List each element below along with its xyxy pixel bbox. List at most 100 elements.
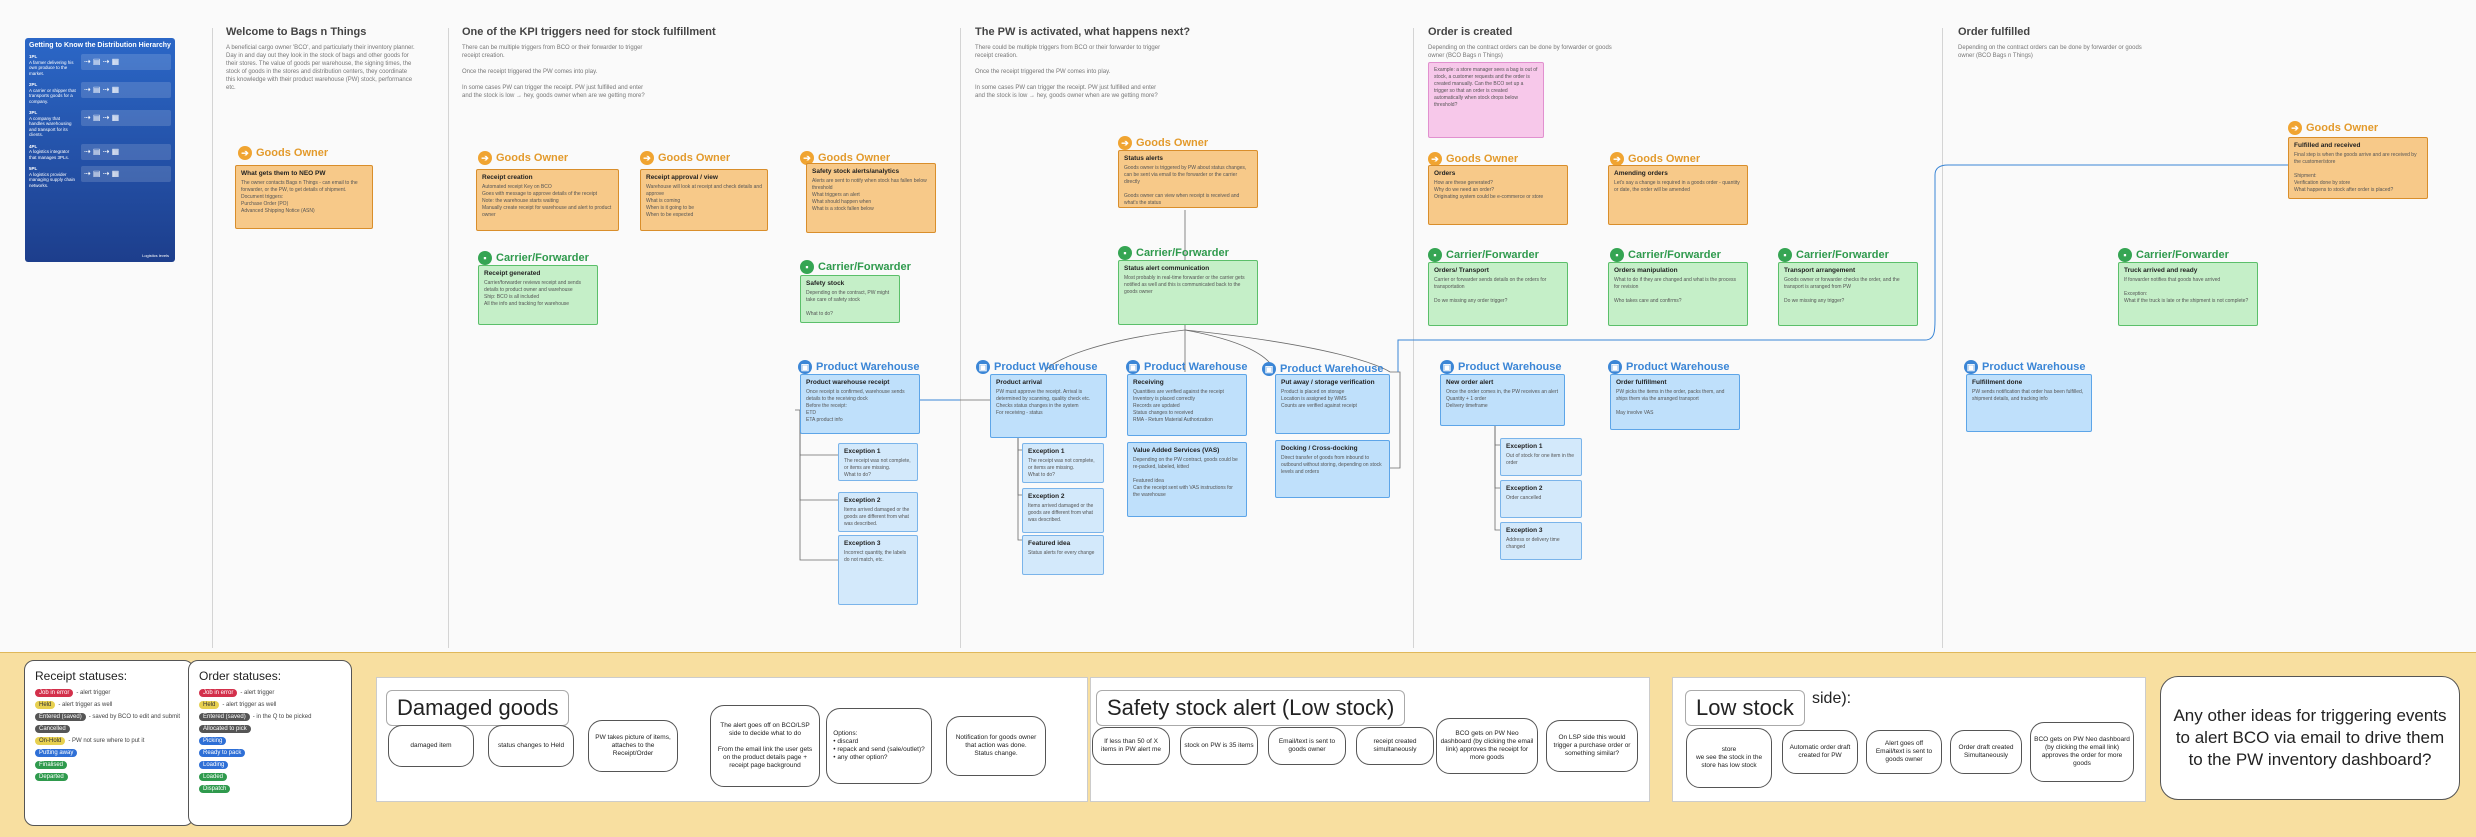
scenario-step: status changes to Held (488, 725, 574, 767)
scenario-step: store we see the stock in the store has … (1686, 728, 1772, 788)
status-note: - in the Q to be picked (253, 714, 312, 720)
scenario-title: Damaged goods (386, 690, 569, 726)
status-row: On-Hold- PW not sure where to put it (25, 737, 193, 749)
owner-icon: ➔ (238, 146, 252, 160)
card-vas[interactable]: Value Added Services (VAS)Depending on t… (1127, 442, 1247, 517)
scenario-step: stock on PW is 35 items (1180, 727, 1258, 765)
scenario-step: damaged item (388, 725, 474, 767)
status-row: Allocated to pick (189, 725, 351, 737)
lane-warehouse: ▣Product Warehouse (798, 360, 920, 374)
scenario-step: Automatic order draft created for PW (1782, 730, 1858, 774)
order-statuses-panel: Order statuses: Job in error- alert trig… (188, 660, 352, 826)
warehouse-icon: ▣ (1262, 362, 1276, 376)
scenario-step: BCO gets on PW Neo dashboard (by clickin… (1436, 718, 1538, 774)
truck-icon: ▪ (1778, 248, 1792, 262)
status-pill: Held (35, 701, 55, 709)
status-pill: Cancelled (35, 725, 70, 733)
truck-icon: ▪ (1610, 248, 1624, 262)
warehouse-icon: ▣ (1608, 360, 1622, 374)
lane-carrier: ▪Carrier/Forwarder (1428, 248, 1539, 262)
lane-goods-owner: ➔Goods Owner (2288, 121, 2378, 135)
status-pill: Departed (35, 773, 68, 781)
scenario-step: Order draft created Simultaneously (1950, 730, 2022, 774)
status-row: Ready to pack (189, 749, 351, 761)
receipt-statuses-panel: Receipt statuses: Job in error- alert tr… (24, 660, 194, 826)
status-note: - alert trigger as well (58, 702, 112, 708)
truck-icon: ▪ (2118, 248, 2132, 262)
status-pill: Loading (199, 761, 228, 769)
lane-carrier: ▪Carrier/Forwarder (1610, 248, 1721, 262)
scenario-step: receipt created simultaneously (1356, 727, 1434, 765)
owner-icon: ➔ (1610, 152, 1624, 166)
lane-warehouse: ▣Product Warehouse (1126, 360, 1248, 374)
order-statuses-title: Order statuses: (199, 669, 351, 683)
scenario-step: BCO gets on PW Neo dashboard (by clickin… (2030, 722, 2134, 782)
status-pill: Finalised (35, 761, 67, 769)
status-pill: Picking (199, 737, 226, 745)
status-pill: Entered (saved) (35, 713, 86, 721)
warehouse-icon: ▣ (798, 360, 812, 374)
status-pill: Loaded (199, 773, 227, 781)
status-row: Loaded (189, 773, 351, 785)
owner-icon: ➔ (1428, 152, 1442, 166)
lane-warehouse: ▣Product Warehouse (1608, 360, 1730, 374)
status-row: Entered (saved)- saved by BCO to edit an… (25, 713, 193, 725)
status-row: Dispatch (189, 785, 351, 797)
lane-goods-owner: ➔Goods Owner (1118, 136, 1208, 150)
scenario-title: Safety stock alert (Low stock) (1096, 690, 1405, 726)
connector-lines (0, 0, 2476, 652)
ideas-prompt[interactable]: Any other ideas for triggering events to… (2160, 676, 2460, 800)
truck-icon: ▪ (478, 251, 492, 265)
lane-goods-owner: ➔Goods Owner (640, 151, 730, 165)
receipt-statuses-title: Receipt statuses: (35, 669, 193, 683)
status-row: Putting away (25, 749, 193, 761)
status-row: Held- alert trigger as well (189, 701, 351, 713)
scenario-step: Notification for goods owner that action… (946, 716, 1046, 776)
status-note: - PW not sure where to put it (68, 738, 144, 744)
lane-goods-owner: ➔Goods Owner (478, 151, 568, 165)
status-row: Loading (189, 761, 351, 773)
owner-icon: ➔ (478, 151, 492, 165)
truck-icon: ▪ (800, 260, 814, 274)
warehouse-icon: ▣ (976, 360, 990, 374)
status-pill: Entered (saved) (199, 713, 250, 721)
warehouse-icon: ▣ (1440, 360, 1454, 374)
warehouse-icon: ▣ (1126, 360, 1140, 374)
lane-goods-owner: ➔Goods Owner (238, 146, 328, 160)
owner-icon: ➔ (640, 151, 654, 165)
status-row: Job in error- alert trigger (25, 689, 193, 701)
scenario-step: Options: • discard • repack and send (sa… (826, 708, 932, 784)
